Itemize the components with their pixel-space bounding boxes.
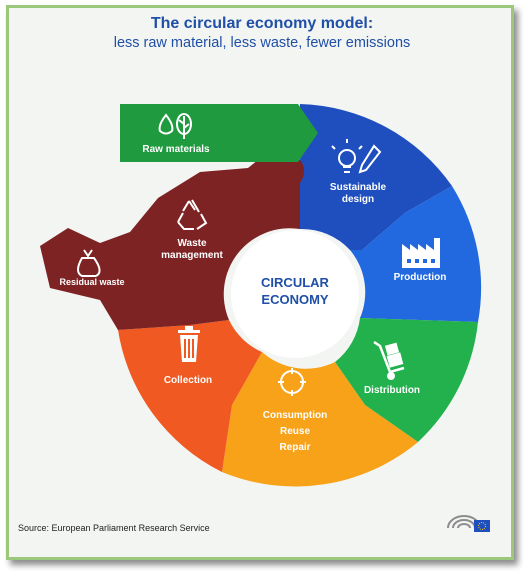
factory-icon: [402, 238, 440, 268]
sustainable-design-label-2: design: [342, 194, 374, 205]
repair-label: Repair: [279, 442, 310, 453]
segment-waste-management: [40, 142, 305, 330]
consumption-label: Consumption: [263, 410, 327, 421]
raw-materials-label: Raw materials: [142, 144, 210, 155]
reuse-label: Reuse: [280, 426, 310, 437]
center-label-line1: CIRCULAR: [261, 275, 329, 290]
distribution-label: Distribution: [364, 385, 420, 396]
circular-arrows-icon: [278, 368, 306, 396]
segment-consumption: [222, 352, 418, 487]
segment-sustainable-design: [300, 104, 452, 250]
segment-distribution: [335, 318, 478, 442]
trash-bin-icon: [178, 326, 200, 362]
european-parliament-logo-icon: [447, 515, 490, 532]
sustainable-design-label: Sustainable: [330, 182, 387, 193]
hand-truck-icon: [373, 340, 405, 380]
waste-management-label-2: management: [161, 250, 223, 261]
lightbulb-pencil-icon: [331, 139, 382, 174]
collection-label: Collection: [164, 375, 212, 386]
segment-collection: [118, 320, 262, 472]
recycle-icon: [177, 199, 208, 230]
waste-management-label: Waste: [177, 238, 207, 249]
production-label: Production: [394, 272, 447, 283]
leaf-drop-icon: [158, 113, 192, 139]
source-note: Source: European Parliament Research Ser…: [18, 523, 210, 533]
center-label-line2: ECONOMY: [261, 292, 329, 307]
page-title: The circular economy model:: [150, 15, 374, 32]
residual-waste-label: Residual waste: [59, 277, 124, 287]
center-circle: [231, 230, 359, 358]
page-subtitle: less raw material, less waste, fewer emi…: [113, 35, 411, 51]
garbage-bag-icon: [77, 249, 101, 277]
